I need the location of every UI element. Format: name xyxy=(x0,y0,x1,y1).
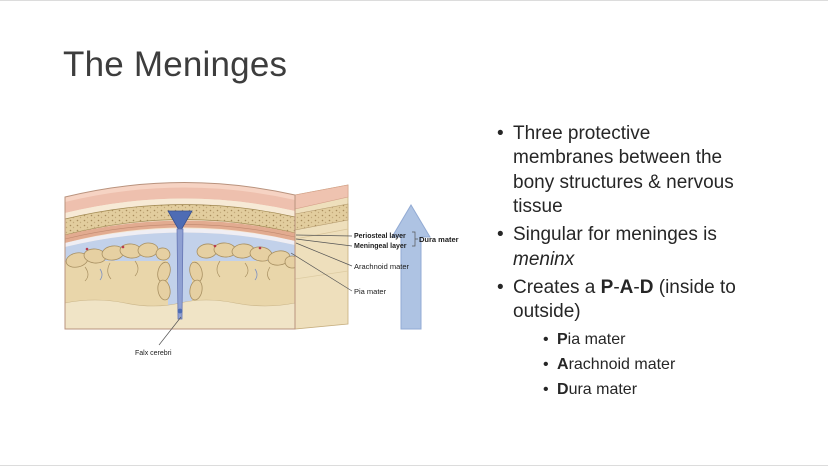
meninges-diagram: Periosteal layer Meningeal layer Dura ma… xyxy=(55,159,465,364)
pad-sep: - xyxy=(633,276,640,298)
sub-bullet-arachnoid: • Arachnoid mater xyxy=(543,353,741,377)
bullet-marker: • xyxy=(497,224,504,246)
page-title: The Meninges xyxy=(63,45,288,84)
bullet-marker: • xyxy=(543,330,549,348)
bullet-item-pad: • Creates a P-A-D (inside to outside) • … xyxy=(497,276,741,403)
label-dura-mater: Dura mater xyxy=(419,235,459,244)
sagittal-sinus xyxy=(167,210,193,233)
bullet-marker: • xyxy=(543,380,549,398)
leader-lines xyxy=(158,231,418,346)
sub-bullet-pia: • Pia mater xyxy=(543,328,741,352)
label-arachnoid-mater: Arachnoid mater xyxy=(354,262,410,271)
bullet-item-membranes: • Three protective membranes between the… xyxy=(497,122,741,219)
falx-cerebri-shape xyxy=(176,228,184,320)
bullet-list: • Three protective membranes between the… xyxy=(497,122,741,407)
bullet-marker: • xyxy=(543,355,549,373)
skull-bone-layer xyxy=(65,204,295,236)
pad-d: D xyxy=(639,276,654,298)
label-meningeal-layer: Meningeal layer xyxy=(354,243,407,250)
brain-gyri xyxy=(65,242,295,301)
bullet-text: Creates a xyxy=(513,276,601,298)
block-front-face xyxy=(65,182,295,330)
label-pia-mater: Pia mater xyxy=(354,287,387,296)
brain-sulci xyxy=(84,260,271,282)
pad-p: P xyxy=(600,276,614,298)
bullet-text: (inside to outside) xyxy=(513,276,736,323)
meninx-italic: meninx xyxy=(513,248,575,270)
sub-bullet-dura: • Dura mater xyxy=(543,378,741,402)
pad-sep: - xyxy=(613,276,620,298)
bullet-item-singular: • Singular for meninges is meninx xyxy=(497,223,741,272)
blood-vessels xyxy=(85,244,262,251)
bullet-marker: • xyxy=(497,276,504,298)
arachnoid-layer xyxy=(65,228,295,247)
pad-a: A xyxy=(619,276,634,298)
subcutaneous-layer xyxy=(65,198,295,219)
block-side-face xyxy=(294,184,349,330)
label-periosteal-layer: Periosteal layer xyxy=(354,233,406,240)
bullet-marker: • xyxy=(497,123,504,144)
dura-mater-layer xyxy=(65,220,295,243)
inside-to-outside-arrow xyxy=(391,204,431,330)
label-falx-cerebri: Falx cerebri xyxy=(135,350,172,357)
sub-bullet-list: • Pia mater • Arachnoid mater • Dura mat… xyxy=(513,328,741,402)
bullet-text: Singular for meninges is xyxy=(513,224,717,246)
meninges-illustration: Periosteal layer Meningeal layer Dura ma… xyxy=(64,182,459,357)
bullet-text: Three protective membranes between the b… xyxy=(513,123,734,217)
